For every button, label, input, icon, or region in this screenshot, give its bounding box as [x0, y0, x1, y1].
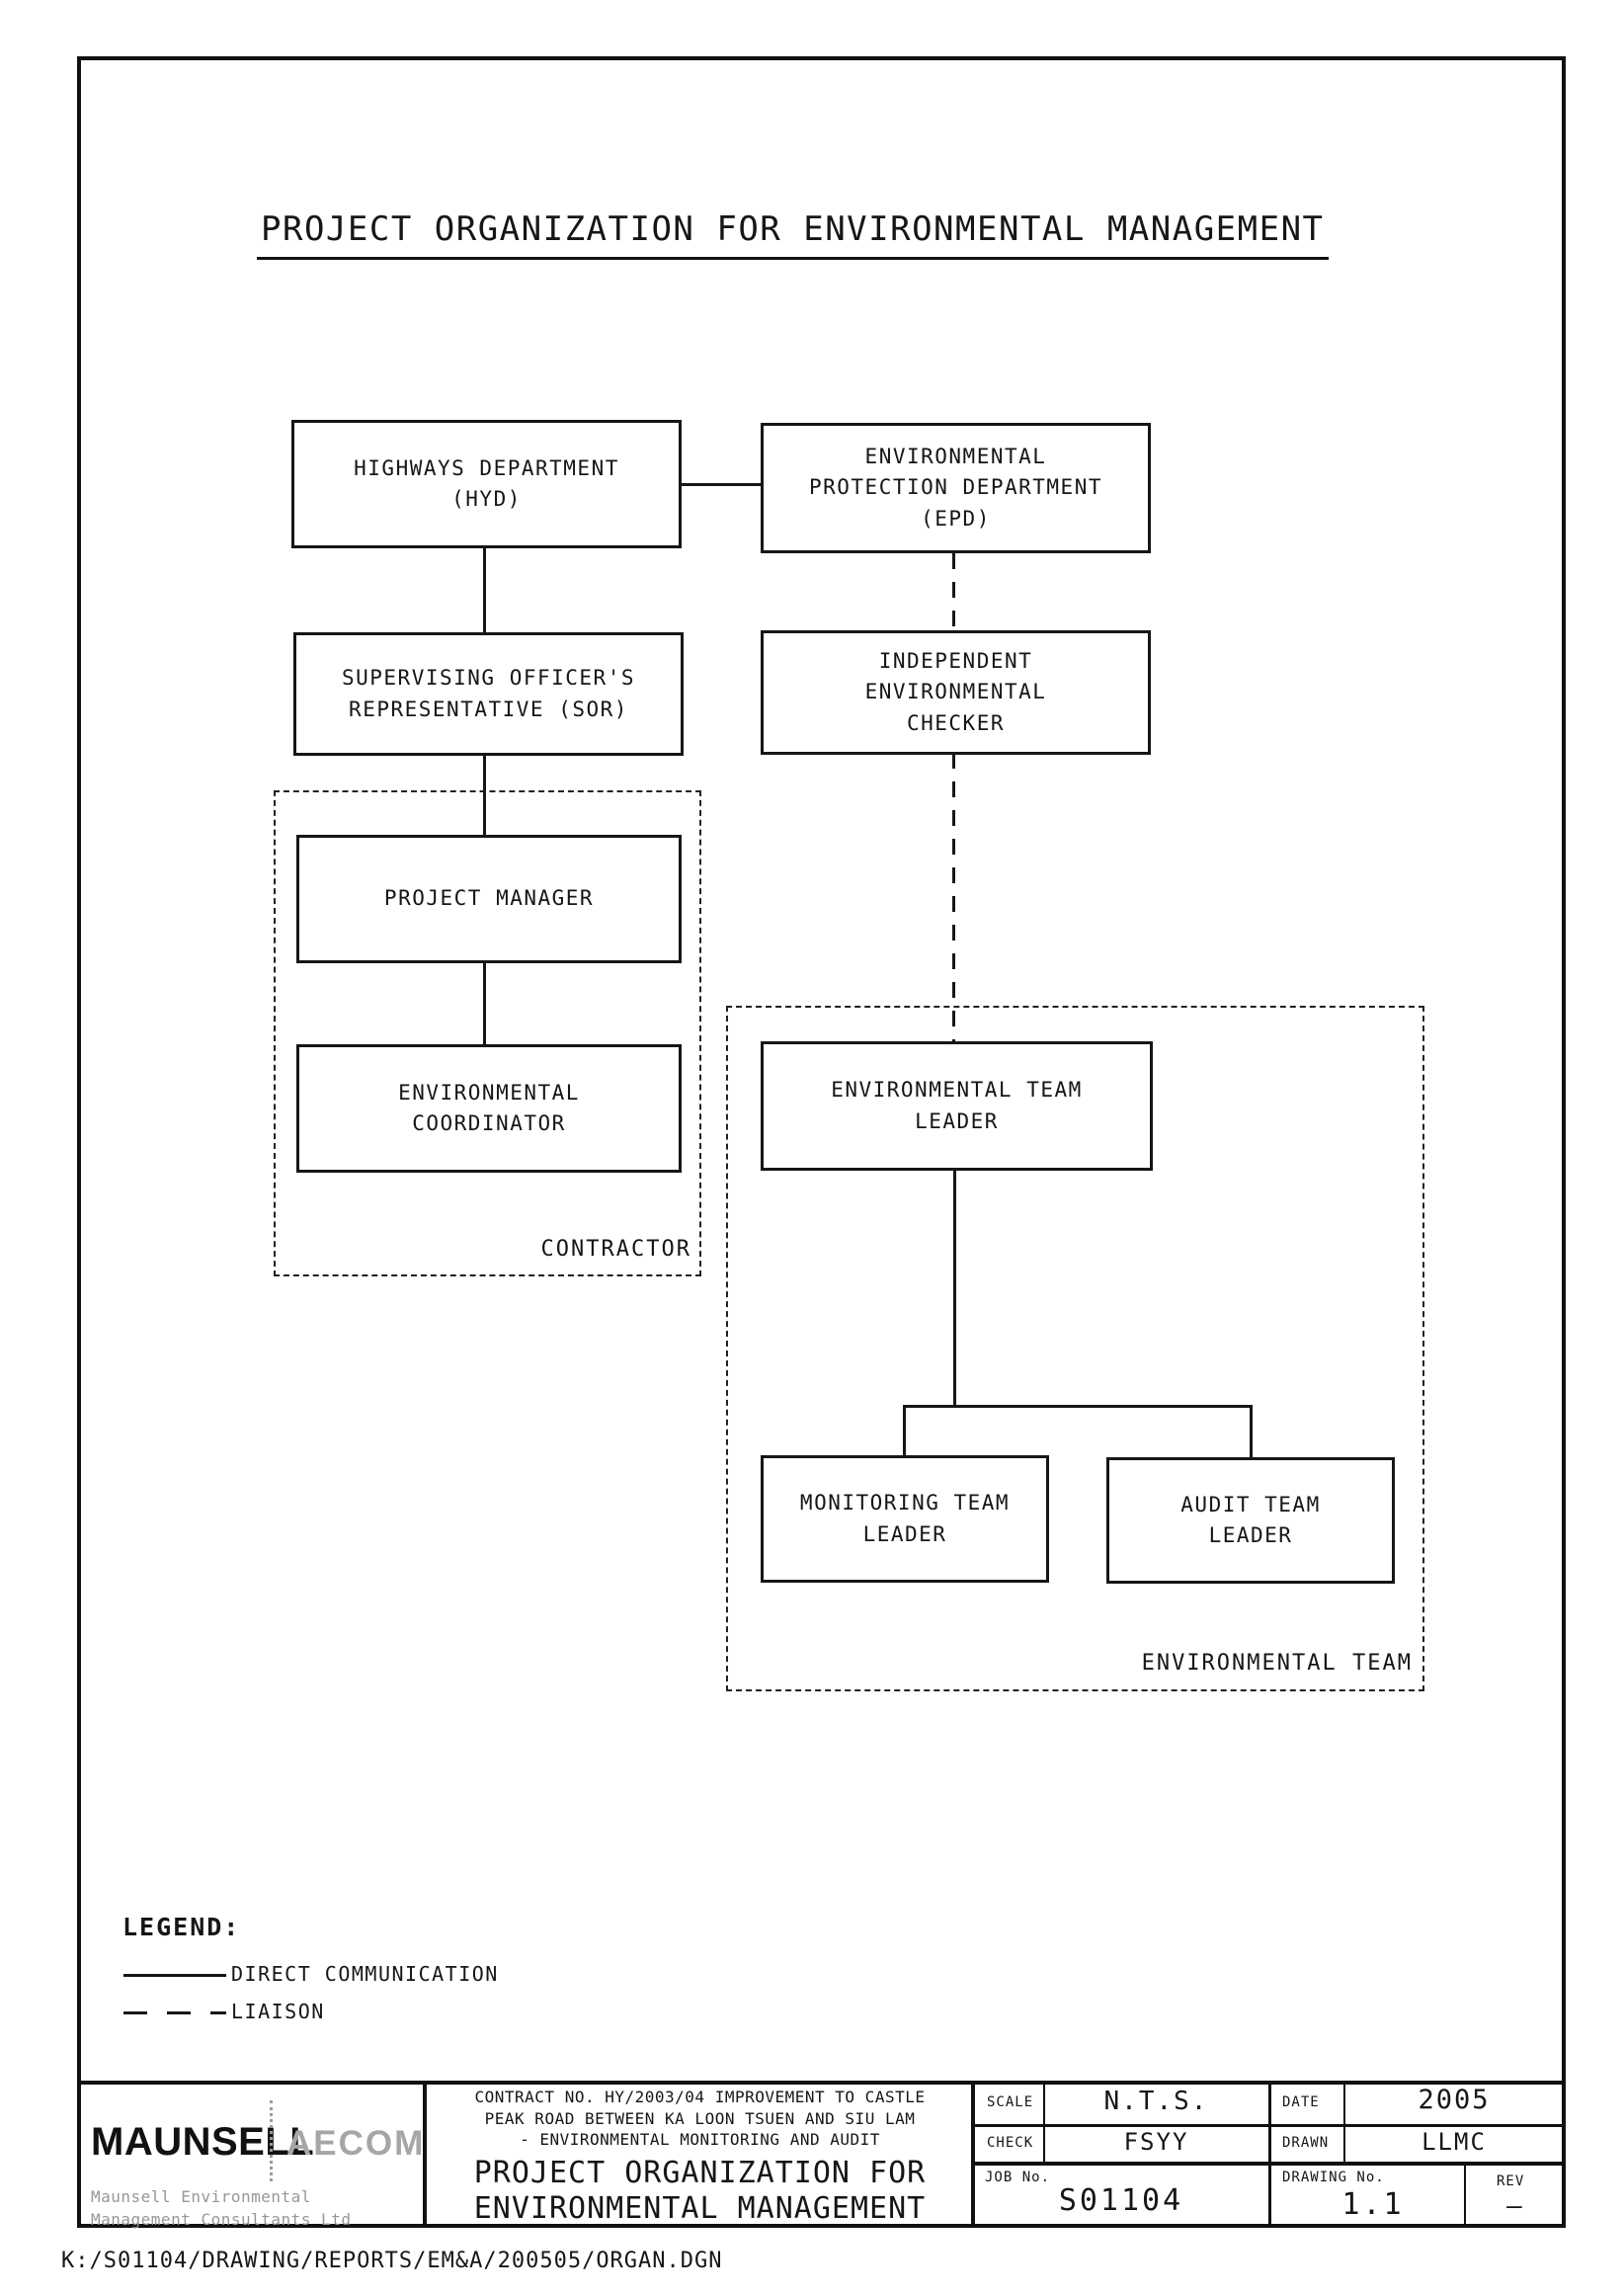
connector-branch-horizontal	[903, 1405, 1253, 1408]
node-highways-department: HIGHWAYS DEPARTMENT (HYD)	[291, 420, 682, 548]
rev-value: —	[1506, 2191, 1522, 2221]
group-contractor-label: CONTRACTOR	[540, 1237, 691, 1262]
connector-sor-pm	[483, 754, 486, 838]
logo-aecom: AECOM	[286, 2124, 426, 2163]
legend-direct-communication-label: DIRECT COMMUNICATION	[231, 1962, 499, 1986]
node-environmental-team-leader: ENVIRONMENTAL TEAM LEADER	[761, 1041, 1153, 1171]
node-environmental-coordinator: ENVIRONMENTAL COORDINATOR	[296, 1044, 682, 1173]
drawn-value: LLMC	[1421, 2128, 1487, 2156]
node-audit-team-leader: AUDIT TEAM LEADER	[1106, 1457, 1395, 1584]
job-no-value: S01104	[1058, 2183, 1184, 2218]
title-block-divider-scale	[1043, 2081, 1045, 2164]
node-supervising-officers-representative: SUPERVISING OFFICER'S REPRESENTATIVE (SO…	[293, 632, 684, 756]
node-project-manager: PROJECT MANAGER	[296, 835, 682, 963]
scale-value: N.T.S.	[1103, 2087, 1209, 2116]
legend-solid-line-sample	[123, 1974, 226, 1977]
node-monitoring-team-leader: MONITORING TEAM LEADER	[761, 1455, 1049, 1583]
date-label: DATE	[1282, 2094, 1320, 2110]
legend-liaison-label: LIAISON	[231, 2000, 325, 2023]
file-path: K:/S01104/DRAWING/REPORTS/EM&A/200505/OR…	[61, 2249, 723, 2273]
title-block-divider-rev	[1464, 2164, 1466, 2228]
contract-description: CONTRACT NO. HY/2003/04 IMPROVEMENT TO C…	[474, 2088, 926, 2150]
connector-iec-etl-liaison	[952, 753, 955, 1043]
logo-company-name: Maunsell Environmental Management Consul…	[91, 2187, 352, 2230]
logo-maunsell: MAUNSELL	[91, 2120, 315, 2164]
legend-dashed-line-sample	[123, 2011, 226, 2014]
connector-branch-mtl	[903, 1405, 906, 1457]
date-value: 2005	[1418, 2085, 1491, 2115]
connector-hyd-sor	[483, 548, 486, 635]
title-block-divider-mid	[971, 2081, 975, 2228]
connector-branch-atl	[1250, 1405, 1253, 1459]
title-block-drawing-title: PROJECT ORGANIZATION FOR ENVIRONMENTAL M…	[473, 2156, 927, 2226]
node-independent-environmental-checker: INDEPENDENT ENVIRONMENTAL CHECKER	[761, 630, 1151, 755]
scale-label: SCALE	[987, 2094, 1034, 2110]
drawing-heading: PROJECT ORGANIZATION FOR ENVIRONMENTAL M…	[257, 209, 1329, 260]
drawn-label: DRAWN	[1282, 2135, 1330, 2151]
connector-pm-ec	[483, 961, 486, 1046]
connector-hyd-epd	[680, 483, 763, 486]
job-no-label: JOB No.	[985, 2170, 1051, 2185]
title-block-top-rule	[77, 2081, 1566, 2085]
page-border	[77, 56, 1566, 2228]
connector-etl-branch	[953, 1171, 956, 1408]
title-block-divider-drawn	[1343, 2081, 1345, 2164]
legend-heading: LEGEND:	[122, 1913, 241, 1941]
group-environmental-team	[726, 1006, 1424, 1691]
rev-label: REV	[1497, 2173, 1525, 2189]
connector-epd-iec-liaison	[952, 553, 955, 632]
check-label: CHECK	[987, 2135, 1034, 2151]
group-environmental-team-label: ENVIRONMENTAL TEAM	[1141, 1651, 1413, 1676]
drawing-no-value: 1.1	[1341, 2187, 1405, 2222]
group-contractor	[274, 790, 701, 1276]
check-value: FSYY	[1123, 2128, 1189, 2156]
node-environmental-protection-department: ENVIRONMENTAL PROTECTION DEPARTMENT (EPD…	[761, 423, 1151, 553]
title-block-divider-date	[1268, 2081, 1271, 2228]
drawing-no-label: DRAWING No.	[1282, 2170, 1385, 2185]
title-block-divider-logo	[423, 2081, 427, 2228]
logo-divider	[270, 2100, 273, 2181]
